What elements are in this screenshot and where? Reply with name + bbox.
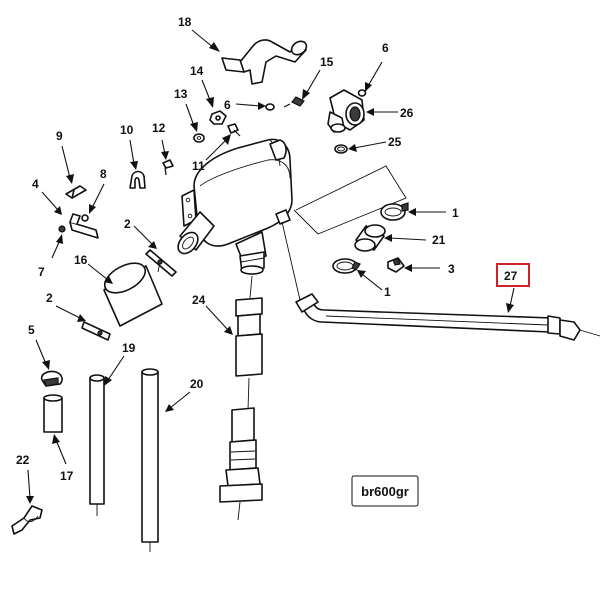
callout-6-top: 6: [224, 98, 231, 112]
callout-3: 3: [448, 262, 455, 276]
callout-7: 7: [38, 265, 45, 279]
part-12b-screw: [162, 159, 174, 176]
callout-labels: 18 14 15 6 6 13 12 11 10 9 4 8 7 2 2 16 …: [16, 15, 518, 483]
callout-17: 17: [60, 469, 74, 483]
callout-2-lower: 2: [46, 291, 53, 305]
callout-9: 9: [56, 129, 63, 143]
part-3-clip: [387, 257, 405, 273]
exploded-view-leader: [293, 165, 407, 235]
callout-19: 19: [122, 341, 136, 355]
part-16-sleeve: [103, 261, 163, 327]
callout-14: 14: [190, 64, 204, 78]
callout-8: 8: [100, 167, 107, 181]
callout-2-upper: 2: [124, 217, 131, 231]
part-24-flex-pipe: [219, 275, 263, 521]
part-2-clamp-ring-b: [81, 321, 111, 341]
part-14-nut: [209, 110, 227, 125]
part-10-clamp: [129, 170, 146, 189]
callout-26: 26: [400, 106, 414, 120]
callout-1-lower: 1: [384, 285, 391, 299]
callout-13: 13: [174, 87, 188, 101]
part-21-hose-sleeve: [354, 224, 386, 252]
callout-5: 5: [28, 323, 35, 337]
part-6-ring-b: [357, 89, 367, 97]
callout-6-right: 6: [382, 41, 389, 55]
callout-22: 22: [16, 453, 30, 467]
part-20-pipe: [141, 368, 159, 552]
callout-11: 11: [192, 159, 205, 173]
callout-18: 18: [178, 15, 192, 29]
part-5-clip: [40, 370, 63, 387]
diagram-code-badge: br600gr: [351, 475, 419, 507]
part-25-o-ring: [334, 144, 348, 154]
callout-16: 16: [74, 253, 88, 267]
part-1-hose-clamp-a: [380, 202, 409, 221]
callout-20: 20: [190, 377, 204, 391]
part-9-bracket: [65, 185, 87, 199]
callout-12: 12: [152, 121, 166, 135]
part-26-elbow-fitting: [327, 89, 365, 133]
part-6-ring-a: [265, 103, 275, 111]
part-12-screw: [227, 123, 241, 137]
part-15-screw: [283, 96, 305, 108]
callout-arrows: [26, 29, 515, 504]
part-1-hose-clamp-b: [332, 258, 361, 274]
part-13-washer: [193, 133, 205, 143]
diagram-code: br600gr: [361, 484, 409, 499]
part-19-pipe: [89, 374, 105, 516]
callout-24: 24: [192, 293, 206, 307]
callout-1-upper: 1: [452, 206, 459, 220]
part-4-bracket-plate: [58, 213, 99, 239]
part-17-short-pipe: [43, 394, 63, 433]
part-18-pipe-fitting: [221, 39, 308, 85]
muffler-assembly: [177, 138, 293, 275]
part-27-tail-pipe: [281, 221, 601, 341]
callout-25: 25: [388, 135, 402, 149]
callout-21: 21: [432, 233, 446, 247]
callout-10: 10: [120, 123, 134, 137]
callout-4: 4: [32, 177, 39, 191]
callout-27: 27: [504, 269, 518, 283]
part-2-clamp-ring-a: [145, 249, 177, 277]
part-22-bracket: [11, 505, 43, 535]
callout-27-highlight-box: [496, 263, 530, 287]
callout-15: 15: [320, 55, 334, 69]
